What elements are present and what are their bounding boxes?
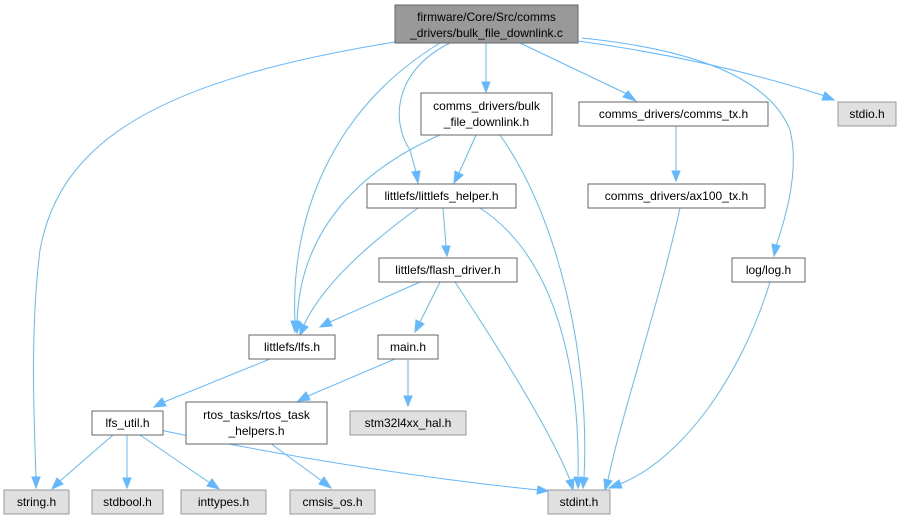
node-string[interactable]: string.h (3, 489, 70, 515)
node-ax100_tx[interactable]: comms_drivers/ax100_tx.h (587, 183, 766, 209)
node-littlefs_helper-line-1: littlefs/littlefs_helper.h (384, 189, 498, 203)
node-cmsis-line-1: cmsis_os.h (302, 495, 362, 509)
edge-main-to-stdio (577, 40, 836, 101)
edge-comms_tx-to-ax100_tx (671, 125, 681, 183)
edge-littlefs_helper-to-lfs (299, 207, 419, 337)
node-main-line-2: _drivers/bulk_file_downlink.c (409, 26, 563, 40)
node-bulk_h[interactable]: comms_drivers/bulk _file_downlink.h (420, 92, 553, 136)
edge-lfs-to-lfs_util (152, 358, 271, 408)
node-bulk_h-line-2: _file_downlink.h (443, 115, 529, 129)
node-main[interactable]: firmware/Core/Src/comms _drivers/bulk_fi… (394, 4, 579, 44)
node-log[interactable]: log/log.h (731, 257, 806, 283)
node-inttypes[interactable]: inttypes.h (180, 489, 267, 515)
node-main-line-1: firmware/Core/Src/comms (417, 10, 556, 24)
node-stm32-line-1: stm32l4xx_hal.h (365, 416, 452, 430)
edge-littlefs_helper-to-flash_driver (441, 207, 451, 258)
edge-flash_driver-to-stdint (454, 281, 575, 492)
node-rtos_helpers-line-2: _helpers.h (227, 424, 284, 438)
edge-flash_driver-to-main_h (414, 281, 441, 334)
node-stdio-line-1: stdio.h (849, 107, 884, 121)
node-lfs_util-line-1: lfs_util.h (105, 416, 149, 430)
node-rtos_helpers[interactable]: rtos_tasks/rtos_task _helpers.h (185, 401, 328, 445)
edge-lfs_util-to-stdbool (122, 435, 132, 490)
node-lfs-line-1: littlefs/lfs.h (264, 340, 320, 354)
node-rtos_helpers-line-1: rtos_tasks/rtos_task (203, 408, 311, 422)
node-stdint[interactable]: stdint.h (547, 489, 611, 515)
node-main_h-line-1: main.h (390, 340, 426, 354)
edge-bulk_h-to-stdint (499, 134, 589, 490)
node-flash_driver-line-1: littlefs/flash_driver.h (395, 263, 500, 277)
edge-flash_driver-to-lfs (318, 281, 421, 328)
edge-main_h-to-rtos_helpers (296, 358, 396, 402)
node-stm32[interactable]: stm32l4xx_hal.h (349, 410, 467, 436)
edge-bulk_h-to-lfs (292, 134, 441, 335)
edge-rtos_helpers-to-cmsis (269, 442, 333, 489)
node-main_h[interactable]: main.h (377, 334, 439, 360)
node-bulk_h-line-1: comms_drivers/bulk (433, 99, 541, 113)
node-ax100_tx-line-1: comms_drivers/ax100_tx.h (605, 189, 748, 203)
edge-bulk_h-to-littlefs_helper (453, 134, 477, 185)
edge-main-to-string (31, 41, 396, 490)
edge-main-to-littlefs_helper (398, 42, 451, 185)
node-log-line-1: log/log.h (746, 263, 791, 277)
node-stdbool[interactable]: stdbool.h (91, 489, 164, 515)
edge-main-to-comms_tx (519, 42, 638, 102)
node-comms_tx[interactable]: comms_drivers/comms_tx.h (578, 101, 769, 127)
node-lfs[interactable]: littlefs/lfs.h (248, 334, 336, 360)
node-cmsis[interactable]: cmsis_os.h (289, 489, 376, 515)
node-comms_tx-line-1: comms_drivers/comms_tx.h (599, 107, 748, 121)
node-lfs_util[interactable]: lfs_util.h (91, 410, 164, 436)
node-flash_driver[interactable]: littlefs/flash_driver.h (378, 257, 518, 283)
node-stdbool-line-1: stdbool.h (103, 495, 152, 509)
edge-main_h-to-stm32 (403, 359, 413, 408)
edge-log-to-stdint (607, 281, 771, 489)
node-inttypes-line-1: inttypes.h (198, 495, 249, 509)
node-littlefs_helper[interactable]: littlefs/littlefs_helper.h (366, 183, 517, 209)
edge-littlefs_helper-to-stdint (479, 207, 583, 490)
edge-lfs_util-to-string (50, 434, 114, 491)
node-stdint-line-1: stdint.h (560, 495, 599, 509)
node-string-line-1: string.h (17, 495, 56, 509)
edge-main-to-bulk_h (481, 43, 491, 94)
edge-main-to-log (581, 37, 794, 258)
edge-ax100_tx-to-stdint (603, 207, 681, 492)
edge-lfs_util-to-inttypes (139, 434, 221, 490)
node-stdio[interactable]: stdio.h (837, 101, 897, 127)
